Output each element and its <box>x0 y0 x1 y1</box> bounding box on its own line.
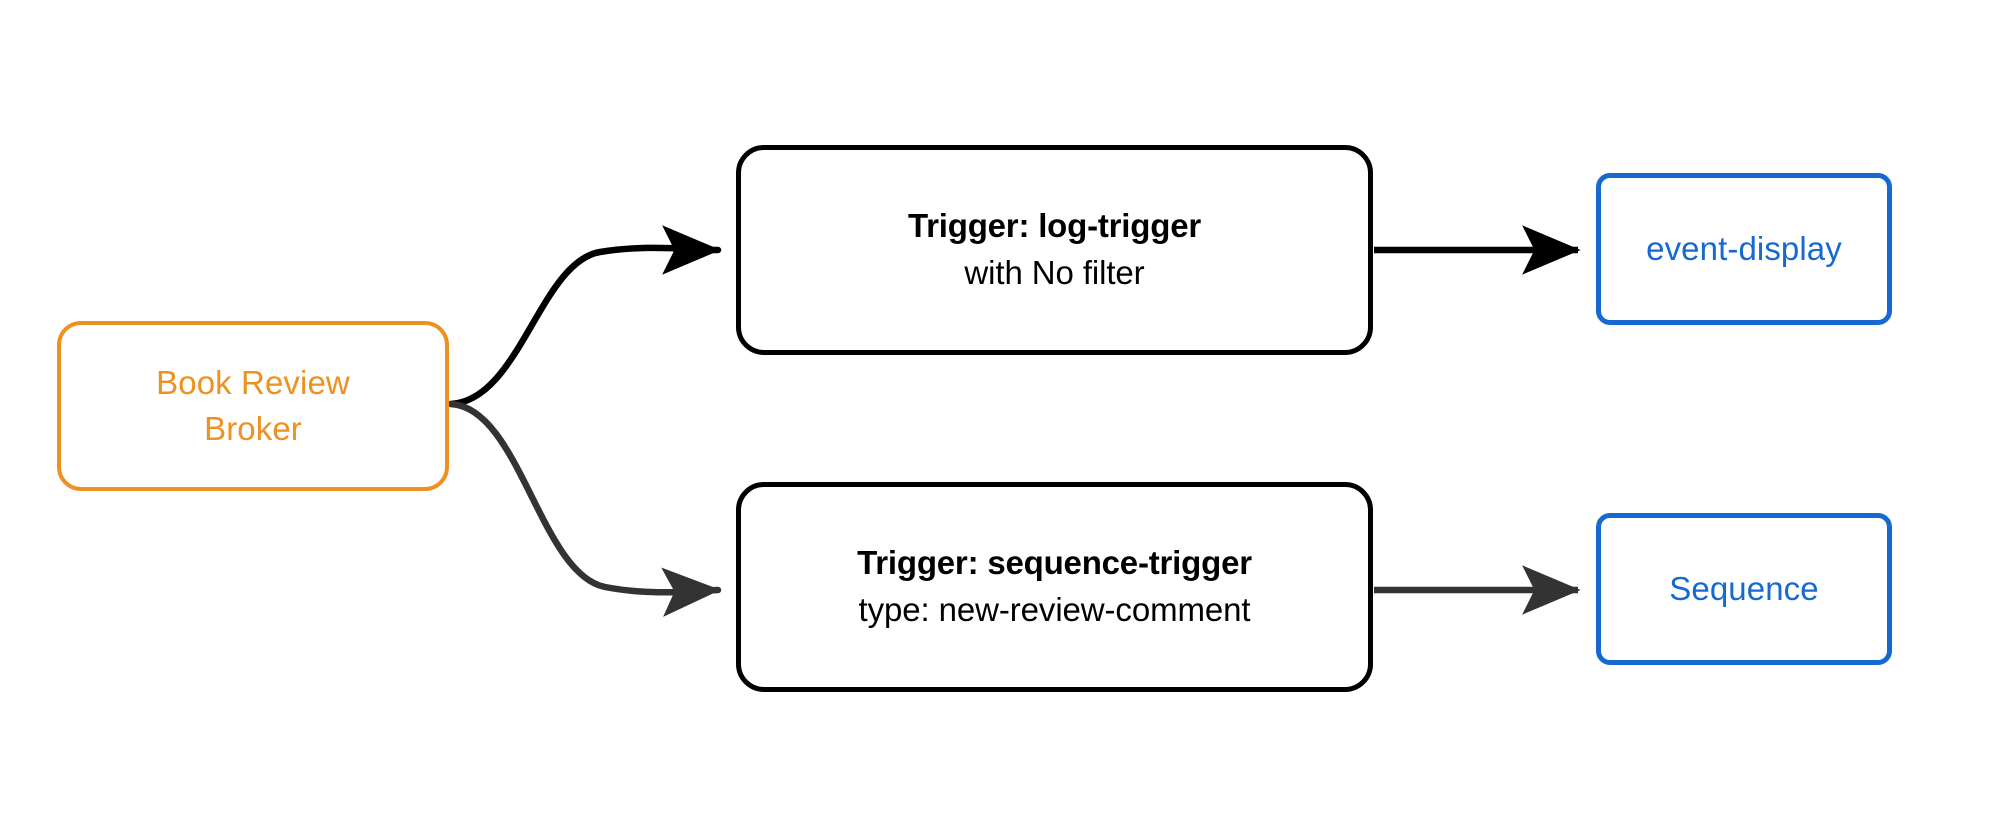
edge-broker-to-log-trigger <box>447 225 722 408</box>
sequence-trigger-subtitle: type: new-review-comment <box>858 591 1251 628</box>
node-sequence-trigger[interactable]: Trigger: sequence-trigger type: new-revi… <box>736 482 1373 692</box>
sequence-label: Sequence <box>1669 570 1819 607</box>
edge-broker-to-sequence-trigger <box>447 400 722 617</box>
broker-label-line1: Book Review <box>156 364 350 401</box>
log-trigger-title: Trigger: log-trigger <box>907 207 1201 244</box>
log-trigger-subtitle: with No filter <box>964 254 1145 291</box>
sequence-trigger-title: Trigger: sequence-trigger <box>857 544 1252 581</box>
node-book-review-broker[interactable]: Book Review Broker <box>57 321 449 491</box>
broker-label-line2: Broker <box>204 410 302 447</box>
node-log-trigger[interactable]: Trigger: log-trigger with No filter <box>736 145 1373 355</box>
node-sequence[interactable]: Sequence <box>1596 513 1892 665</box>
node-event-display[interactable]: event-display <box>1596 173 1892 325</box>
event-display-label: event-display <box>1646 230 1842 267</box>
